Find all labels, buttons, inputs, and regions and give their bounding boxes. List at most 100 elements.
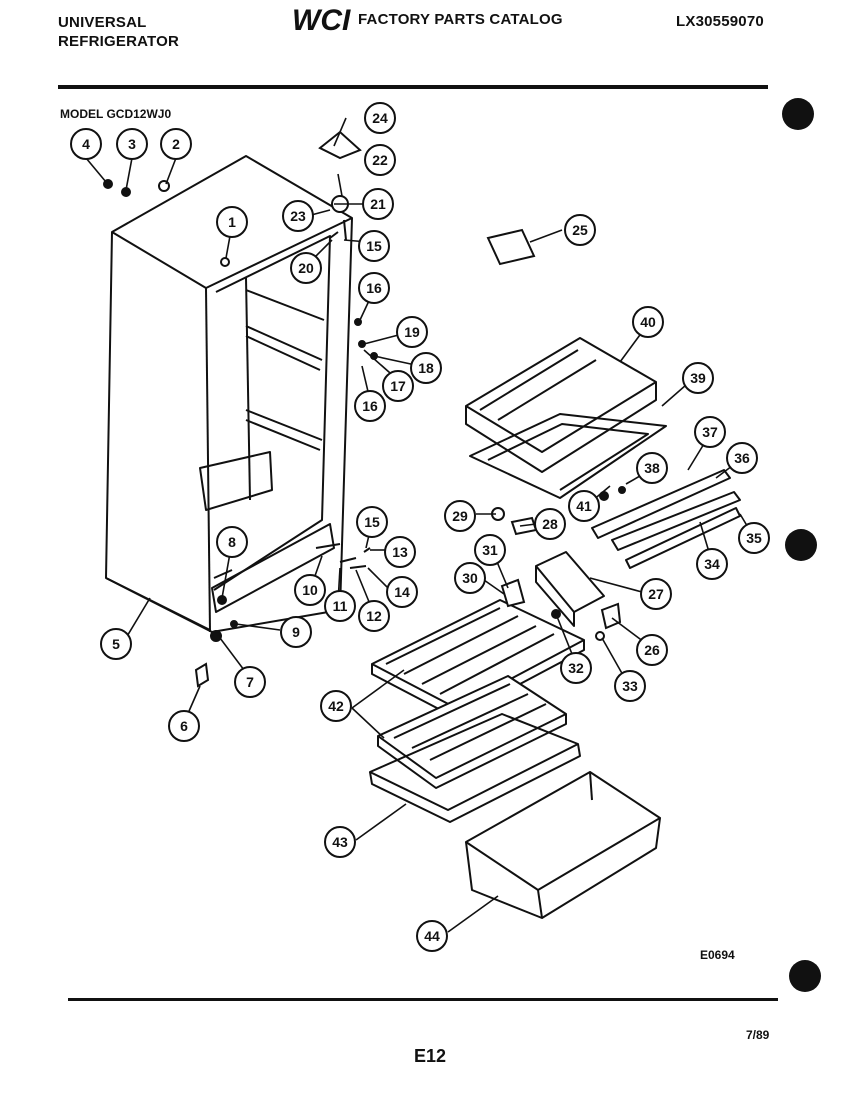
callout-25: 25 (564, 214, 596, 246)
callout-circle (354, 390, 386, 422)
callout-33: 33 (614, 670, 646, 702)
callout-label: 27 (648, 586, 664, 602)
header-rule (58, 85, 768, 89)
callout-circle (294, 574, 326, 606)
callout-15: 15 (356, 506, 388, 538)
callout-circle (454, 562, 486, 594)
callout-circle (738, 522, 770, 554)
callout-36: 36 (726, 442, 758, 474)
callout-circle (324, 590, 356, 622)
page-number: E12 (414, 1046, 447, 1066)
brand-line-2: REFRIGERATOR (58, 33, 180, 50)
callout-17: 17 (382, 370, 414, 402)
callout-label: 42 (328, 698, 344, 714)
callout-circle (632, 306, 664, 338)
callout-label: 5 (112, 636, 120, 652)
callout-23: 23 (282, 200, 314, 232)
callout-label: 9 (292, 624, 300, 640)
callout-circle (234, 666, 266, 698)
callout-circle (280, 616, 312, 648)
callout-circle (386, 576, 418, 608)
callout-34: 34 (696, 548, 728, 580)
callout-38: 38 (636, 452, 668, 484)
callout-31: 31 (474, 534, 506, 566)
binder-hole-middle (785, 529, 817, 561)
callout-16: 16 (354, 390, 386, 422)
callout-label: 17 (390, 378, 406, 394)
binder-hole-top (782, 98, 814, 130)
callout-21: 21 (362, 188, 394, 220)
callout-label: 32 (568, 660, 584, 676)
callout-circle (474, 534, 506, 566)
callout-circle (362, 188, 394, 220)
callout-30: 30 (454, 562, 486, 594)
callout-label: 26 (644, 642, 660, 658)
footer-rule (68, 998, 778, 1001)
callout-label: 34 (704, 556, 720, 572)
callout-label: 30 (462, 570, 478, 586)
callout-label: 19 (404, 324, 420, 340)
callout-label: 16 (362, 398, 378, 414)
callout-circle (216, 206, 248, 238)
callout-circle (216, 526, 248, 558)
callout-label: 33 (622, 678, 638, 694)
callout-circle (568, 490, 600, 522)
callout-5: 5 (100, 628, 132, 660)
callout-circle (324, 826, 356, 858)
catalog-title: FACTORY PARTS CATALOG (358, 11, 563, 28)
callout-label: 21 (370, 196, 386, 212)
callout-circle (282, 200, 314, 232)
shelves-and-crisper-drawing (369, 599, 661, 919)
callout-label: 2 (172, 136, 180, 152)
callout-circle (384, 536, 416, 568)
callout-label: 12 (366, 608, 382, 624)
callout-label: 8 (228, 534, 236, 550)
callout-label: 3 (128, 136, 136, 152)
binder-hole-bottom (789, 960, 821, 992)
callout-circle (696, 548, 728, 580)
callout-label: 4 (82, 136, 90, 152)
callout-1: 1 (216, 206, 248, 238)
callout-label: 14 (394, 584, 410, 600)
callout-circle (168, 710, 200, 742)
callout-label: 7 (246, 674, 254, 690)
callout-circle (410, 352, 442, 384)
callout-circle (364, 102, 396, 134)
callout-circle (416, 920, 448, 952)
callout-39: 39 (682, 362, 714, 394)
callout-20: 20 (290, 252, 322, 284)
callout-circle (636, 452, 668, 484)
callout-42: 42 (320, 690, 352, 722)
callout-circle (614, 670, 646, 702)
callout-circle (726, 442, 758, 474)
callout-label: 18 (418, 360, 434, 376)
callout-24: 24 (364, 102, 396, 134)
revision-date: 7/89 (746, 1028, 770, 1042)
callout-label: 37 (702, 424, 718, 440)
callout-circle (560, 652, 592, 684)
callout-27: 27 (640, 578, 672, 610)
drawing-code: E0694 (700, 948, 735, 962)
callout-2: 2 (160, 128, 192, 160)
model-label: MODEL GCD12WJ0 (60, 107, 172, 121)
callout-label: 38 (644, 460, 660, 476)
callout-circle (640, 578, 672, 610)
callout-13: 13 (384, 536, 416, 568)
callout-18: 18 (410, 352, 442, 384)
callout-label: 16 (366, 280, 382, 296)
callout-37: 37 (694, 416, 726, 448)
callout-label: 31 (482, 542, 498, 558)
callout-11: 11 (324, 590, 356, 622)
callout-circle (534, 508, 566, 540)
callout-10: 10 (294, 574, 326, 606)
callout-label: 6 (180, 718, 188, 734)
logo-text: WCI (292, 4, 351, 34)
callout-6: 6 (168, 710, 200, 742)
callout-35: 35 (738, 522, 770, 554)
callout-circle (444, 500, 476, 532)
callout-28: 28 (534, 508, 566, 540)
callout-circle (100, 628, 132, 660)
callout-26: 26 (636, 634, 668, 666)
callout-circle (358, 272, 390, 304)
